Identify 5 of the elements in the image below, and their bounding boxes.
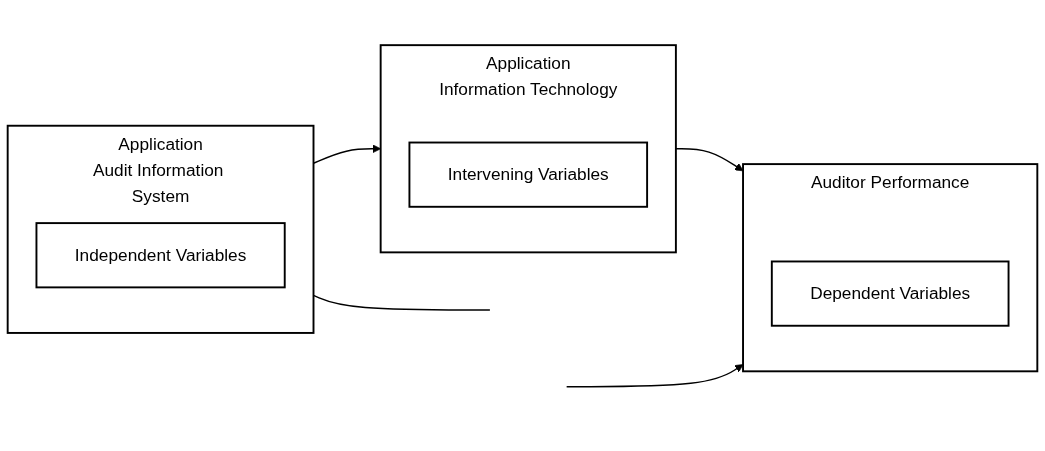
node-box: Dependent Variables bbox=[770, 260, 1010, 327]
node-box: Intervening Variables bbox=[408, 141, 649, 208]
arrow bbox=[565, 364, 744, 388]
arrow bbox=[675, 148, 744, 172]
node-box: Independent Variables bbox=[35, 222, 286, 289]
